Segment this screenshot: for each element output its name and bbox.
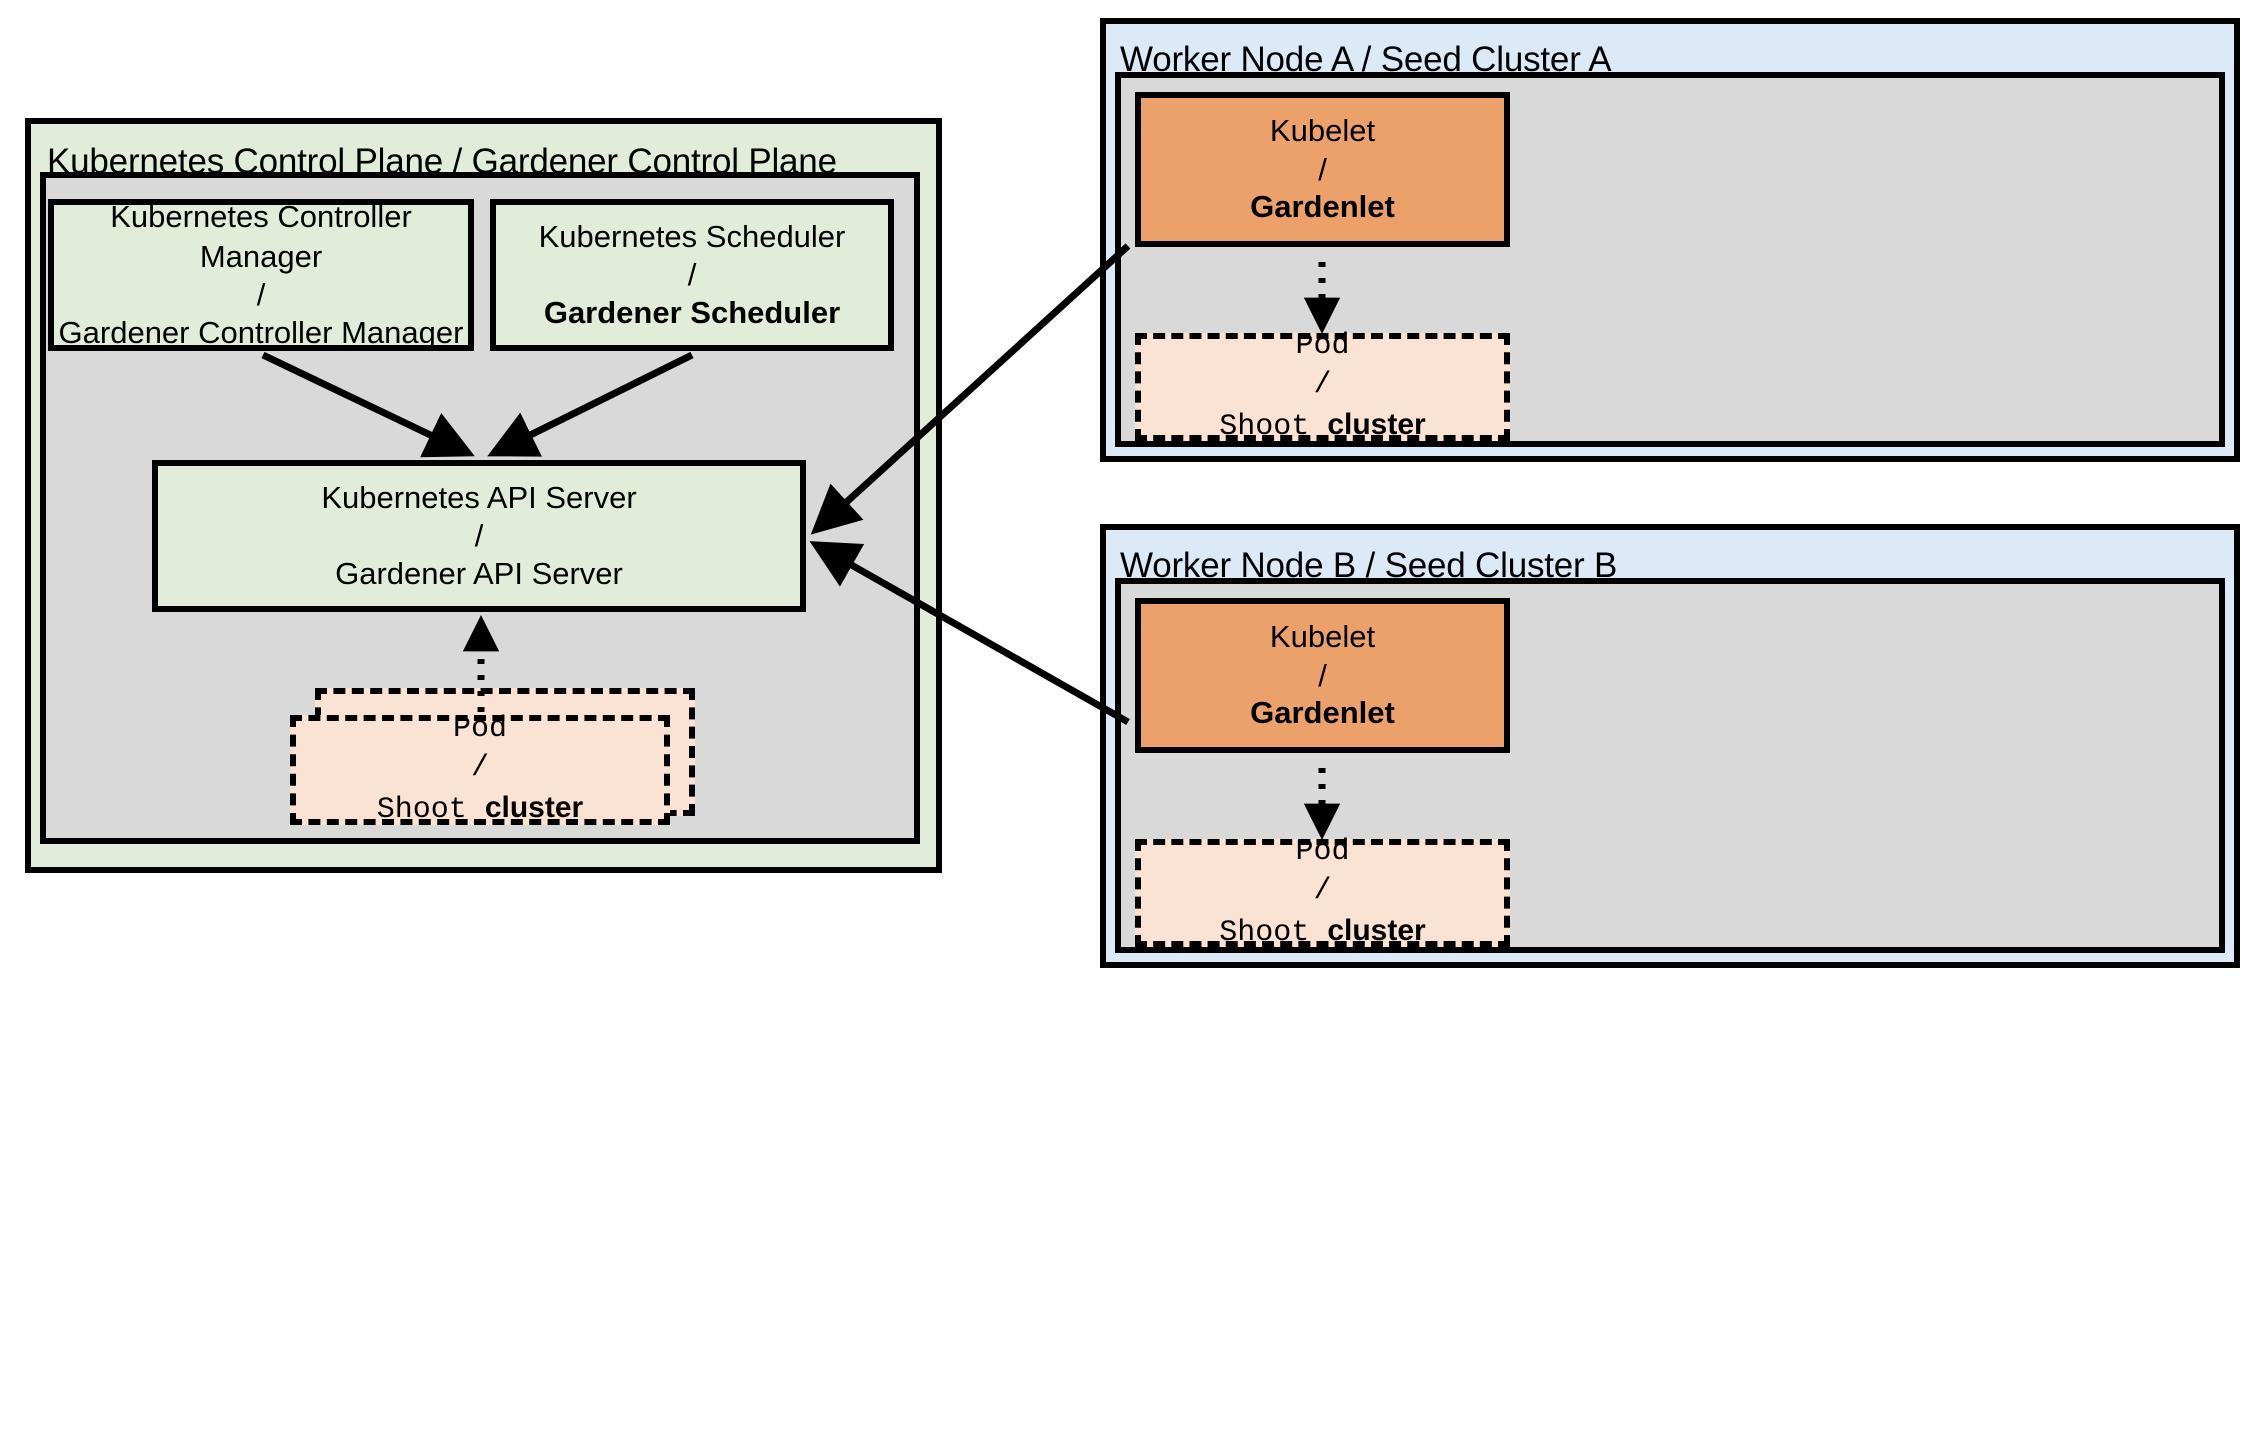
- seed-b-pod-line2-plain: Shoot: [1219, 916, 1328, 950]
- control-plane-pod-line2-bold: cluster: [484, 791, 584, 824]
- api-server-line1: Kubernetes API Server: [321, 479, 637, 515]
- seed-b-pod-line1: Pod: [1295, 835, 1350, 869]
- seed-a-pod-line1: Pod: [1295, 329, 1350, 363]
- seed-a-pod-line2: Shoot cluster: [1219, 405, 1425, 447]
- api-server-line2: Gardener API Server: [335, 555, 623, 591]
- scheduler-line2: Gardener Scheduler: [543, 294, 841, 330]
- seed-a-pod[interactable]: Pod / Shoot cluster: [1135, 329, 1510, 444]
- seed-b-pod[interactable]: Pod / Shoot cluster: [1135, 835, 1510, 950]
- scheduler-separator: /: [687, 257, 697, 293]
- scheduler-line1: Kubernetes Scheduler: [538, 218, 846, 254]
- seed-b-kubelet-line2: Gardenlet: [1250, 695, 1395, 731]
- seed-a-pod-separator: /: [1313, 368, 1332, 402]
- seed-b-pod-line2-bold: cluster: [1327, 914, 1426, 947]
- seed-a-pod-line2-plain: Shoot: [1219, 410, 1328, 444]
- control-plane-pod-line1: Pod: [452, 712, 507, 746]
- seed-a-kubelet-separator: /: [1318, 151, 1327, 187]
- seed-b-kubelet-separator: /: [1318, 657, 1327, 693]
- seed-b-kubelet-line1: Kubelet: [1269, 619, 1376, 655]
- scheduler-box[interactable]: Kubernetes Scheduler / Gardener Schedule…: [490, 199, 894, 351]
- controller-manager-line2: Gardener Controller Manager: [58, 314, 464, 350]
- seed-b-kubelet-box[interactable]: Kubelet / Gardenlet: [1135, 598, 1510, 753]
- api-server-separator: /: [474, 518, 484, 554]
- seed-b-pod-separator: /: [1313, 874, 1332, 908]
- seed-a-kubelet-line1: Kubelet: [1269, 113, 1376, 149]
- control-plane-pod-separator: /: [470, 751, 489, 785]
- seed-a-kubelet-line2: Gardenlet: [1250, 189, 1395, 225]
- control-plane-pod-line2-plain: Shoot: [376, 793, 485, 827]
- control-plane-pod-line2: Shoot cluster: [377, 788, 583, 830]
- control-plane-pod[interactable]: Pod / Shoot cluster: [290, 712, 670, 827]
- seed-a-kubelet-box[interactable]: Kubelet / Gardenlet: [1135, 92, 1510, 247]
- controller-manager-box[interactable]: Kubernetes Controller Manager / Gardener…: [48, 199, 474, 351]
- api-server-box[interactable]: Kubernetes API Server / Gardener API Ser…: [152, 460, 806, 612]
- controller-manager-line1: Kubernetes Controller Manager: [110, 198, 412, 275]
- seed-a-pod-line2-bold: cluster: [1327, 408, 1426, 441]
- controller-manager-separator: /: [256, 277, 266, 313]
- seed-b-pod-line2: Shoot cluster: [1219, 911, 1425, 953]
